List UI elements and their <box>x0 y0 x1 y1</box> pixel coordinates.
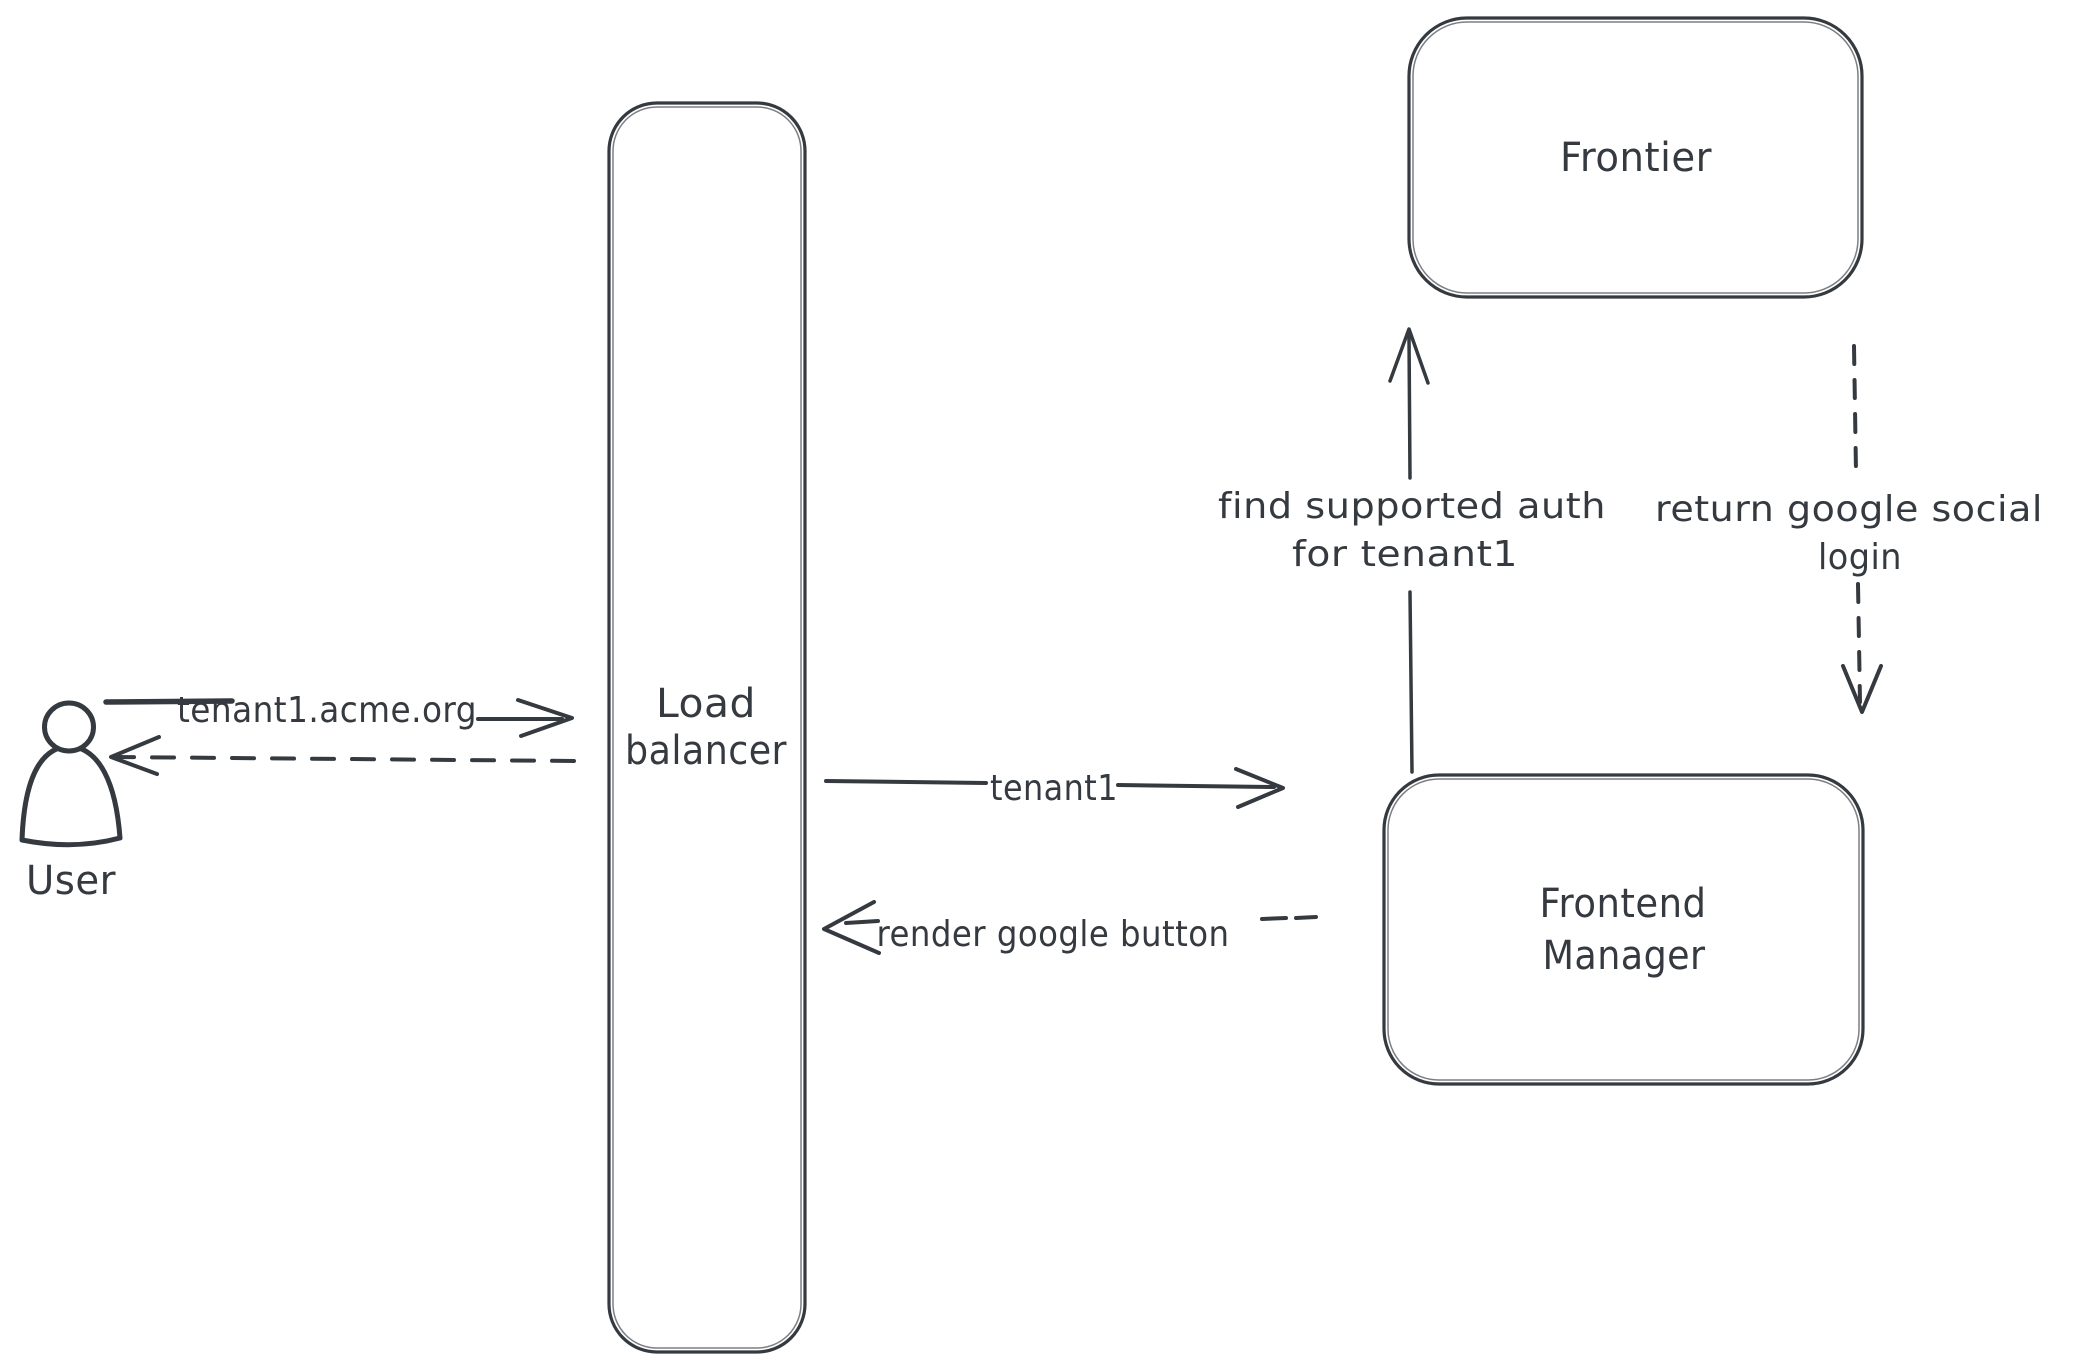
message-label-render-google-button: render google button <box>877 914 1230 955</box>
frontend-manager-box <box>1382 773 1865 1086</box>
arrowhead-right-icon <box>516 698 574 738</box>
arrow-shaft-left <box>824 779 988 785</box>
arrow-shaft-left <box>103 698 235 705</box>
message-label-find-supported-auth: find supported auth <box>1218 486 1606 527</box>
load-balancer-node: Load balancer <box>607 101 807 1354</box>
dashed-shaft-bottom <box>1856 582 1862 704</box>
arrow-frontier-to-frontend-manager: return google social login <box>1655 344 2043 714</box>
load-balancer-label-line2: balancer <box>625 728 787 774</box>
arrow-user-to-load-balancer: tenant1.acme.org <box>103 690 574 738</box>
user-icon-head <box>42 700 96 754</box>
load-balancer-label-line1: Load <box>656 681 756 727</box>
load-balancer-box-echo <box>612 106 802 1349</box>
message-label-return-google-social: return google social <box>1655 489 2043 530</box>
arrow-shaft-top <box>1407 334 1412 480</box>
frontier-box-echo <box>1412 21 1859 294</box>
arrowhead-left-icon <box>822 900 881 955</box>
message-label-login: login <box>1818 537 1902 578</box>
message-label-tenant1: tenant1 <box>990 768 1118 809</box>
load-balancer-box <box>607 101 807 1354</box>
dash-after-head <box>844 919 880 925</box>
frontend-manager-box-echo <box>1387 778 1860 1081</box>
frontier-box <box>1407 16 1864 299</box>
arrowhead-down-icon <box>1841 664 1883 714</box>
arrow-load-balancer-to-user <box>109 735 576 776</box>
user-label: User <box>26 858 116 904</box>
arrowhead-left-icon <box>109 735 161 776</box>
frontend-manager-node: Frontend Manager <box>1382 773 1865 1086</box>
arrow-load-balancer-to-frontend-manager: tenant1 <box>824 767 1285 809</box>
arrow-frontend-manager-to-frontier: find supported auth for tenant1 <box>1218 327 1606 774</box>
frontend-manager-label-line1: Frontend <box>1540 881 1707 927</box>
user-icon-body <box>19 743 123 848</box>
dash-trailing-1 <box>1260 916 1288 921</box>
arrowhead-right-icon <box>1234 767 1285 809</box>
dash-trailing-2 <box>1294 915 1318 920</box>
frontier-node: Frontier <box>1407 16 1864 299</box>
arrow-frontend-manager-to-load-balancer: render google button <box>822 900 1318 955</box>
dashed-shaft-top <box>1852 344 1858 474</box>
user-icon-head-mask <box>44 703 94 751</box>
arrow-shaft-bottom <box>1408 590 1414 774</box>
dashed-shaft <box>114 755 576 763</box>
message-label-tenant1-acme-org: tenant1.acme.org <box>177 690 477 731</box>
arrowhead-up-icon <box>1388 327 1430 385</box>
frontier-label: Frontier <box>1560 135 1712 181</box>
frontend-manager-label-line2: Manager <box>1543 933 1706 979</box>
arrow-shaft-right <box>1116 783 1276 789</box>
user-actor: User <box>19 700 123 904</box>
message-label-for-tenant1: for tenant1 <box>1292 534 1518 575</box>
